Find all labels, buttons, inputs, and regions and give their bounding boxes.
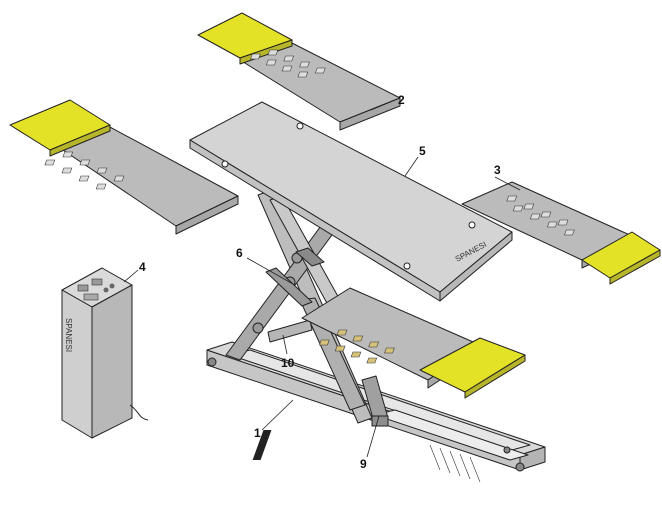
callout-1: 1 xyxy=(254,426,261,440)
callout-labels: 1 2 3 4 5 6 9 10 xyxy=(139,93,501,471)
main-platform: SPANESI xyxy=(189,101,513,302)
callout-9: 9 xyxy=(360,457,367,471)
extension-arm-front xyxy=(301,287,526,399)
callout-3: 3 xyxy=(494,163,501,177)
callout-6: 6 xyxy=(236,246,243,260)
cross-bar xyxy=(267,319,313,343)
callout-5: 5 xyxy=(419,144,426,158)
control-console: SPANESI xyxy=(61,267,149,439)
extension-arm-left xyxy=(9,99,239,235)
extension-arm-right xyxy=(461,181,661,285)
console-brand-label: SPANESI xyxy=(64,318,73,352)
safety-lock xyxy=(361,375,389,427)
hydraulic-cylinder xyxy=(265,247,325,307)
callout-10: 10 xyxy=(281,356,295,370)
console-controls xyxy=(77,278,115,301)
callout-2: 2 xyxy=(398,93,405,107)
extension-arm-back xyxy=(197,12,401,131)
leader-lines xyxy=(123,99,521,458)
callout-4: 4 xyxy=(139,260,146,274)
base-slot-grille xyxy=(252,430,481,483)
